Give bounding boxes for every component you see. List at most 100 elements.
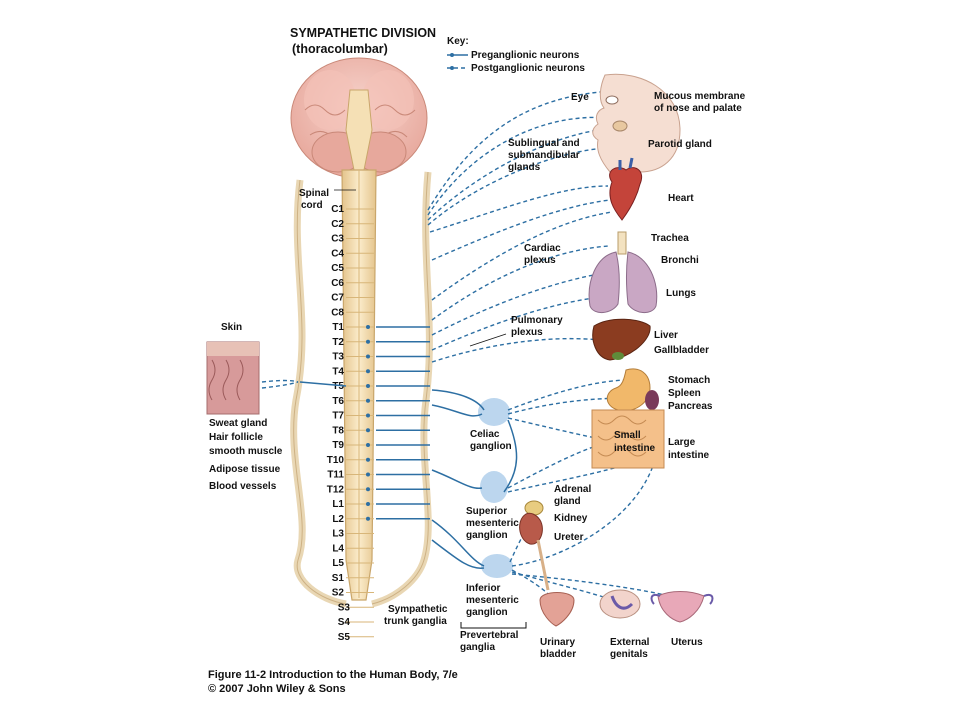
neuron-body-dot-t1 [366,325,370,329]
neuron-body-dot-t8 [366,428,370,433]
segment-label-t6: T6 [332,396,344,407]
segment-label-t5: T5 [332,381,344,392]
segment-label-l3: L3 [332,529,344,540]
skin-block-illustration [206,341,347,415]
segment-label-l2: L2 [332,514,344,525]
spinal-label-2: cord [301,200,323,211]
stomach-illustration [606,368,659,412]
key-pre-label: Preganglionic neurons [471,50,580,61]
label-trachea: Trachea [651,233,689,244]
neuron-body-dot-t10 [366,457,370,462]
label-ureter: Ureter [554,532,584,543]
brain-illustration [290,57,428,179]
uterus-illustration [650,591,714,623]
segment-label-t9: T9 [332,440,344,451]
ganglion-labels: Cardiac plexus Pulmonary plexus Celiac g… [384,243,563,653]
label-celiac-2: ganglion [470,441,512,452]
label-genitals-2: genitals [610,649,648,660]
segment-label-t11: T11 [327,470,344,481]
heart-illustration [609,157,642,221]
neuron-body-dot-l1 [366,502,370,506]
spinal-label-1: Spinal [299,188,329,199]
gallbladder-icon [612,352,624,360]
liver-illustration [592,318,651,361]
label-superior-2: mesenteric [466,518,519,529]
label-sub-1: Sublingual and [508,138,580,149]
splanchnic-nerves [431,389,518,569]
legend-key: Key: Preganglionic neurons Postganglioni… [447,36,585,74]
key-heading: Key: [447,36,469,47]
segment-labels: C1C2C3C4C5C6C7C8T1T2T3T4T5T6T7T8T9T10T11… [327,204,351,643]
label-spleen: Spleen [668,388,701,399]
label-adrenal-2: gland [554,496,581,507]
label-inferior-2: mesenteric [466,595,519,606]
neuron-body-dot-t5 [366,384,370,388]
neuron-body-dot-t4 [366,369,370,374]
label-superior-1: Superior [466,506,507,517]
superior-mesenteric-ganglion [480,471,508,503]
segment-label-c1: C1 [331,204,344,215]
segment-label-t4: T4 [332,366,344,377]
label-cardiac-1: Cardiac [524,243,561,254]
segment-label-t3: T3 [332,352,344,363]
label-superior-3: ganglion [466,530,508,541]
segment-label-s4: S4 [338,617,351,628]
label-hair-2: smooth muscle [209,446,283,457]
figure-caption: Figure 11-2 Introduction to the Human Bo… [208,669,458,695]
segment-label-s5: S5 [338,632,351,643]
neuron-body-dot-t7 [366,413,370,418]
genitals-illustration [599,589,641,619]
label-adipose: Adipose tissue [209,464,281,475]
label-genitals-1: External [610,637,650,648]
label-stomach: Stomach [668,375,710,386]
label-sweat-gland: Sweat gland [209,418,267,429]
pre-dot-icon [450,53,454,57]
label-hair-1: Hair follicle [209,432,263,443]
intestines-illustration [591,409,665,469]
neuron-body-dot-t3 [366,354,370,359]
label-small-2: intestine [614,443,656,454]
kidney-illustration [519,500,550,591]
label-uterus: Uterus [671,637,703,648]
label-small-1: Small [614,430,641,441]
label-sub-2: submandibular [508,150,580,161]
label-pulmonary-2: plexus [511,327,543,338]
label-trunk-2: trunk ganglia [384,616,447,627]
label-adrenal-1: Adrenal [554,484,591,495]
label-skin: Skin [221,322,242,333]
segment-label-l1: L1 [332,499,344,510]
label-bladder-2: bladder [540,649,576,660]
segment-label-c4: C4 [331,248,344,259]
segment-label-t2: T2 [332,337,344,348]
label-cardiac-2: plexus [524,255,556,266]
label-pulmonary-1: Pulmonary [511,315,563,326]
label-eye: Eye [571,92,589,103]
organ-labels: Eye Mucous membrane of nose and palate S… [508,91,746,660]
label-bladder-1: Urinary [540,637,575,648]
preganglionic-fibres [366,325,430,521]
segment-label-t10: T10 [327,455,345,466]
spinal-cord-label: Spinal cord [299,188,356,211]
spinal-nerve-stubs [346,208,374,638]
segment-label-c2: C2 [331,219,344,230]
label-prevertebral-1: Prevertebral [460,630,519,641]
label-inferior-1: Inferior [466,583,501,594]
segment-label-t8: T8 [332,425,344,436]
key-post-label: Postganglionic neurons [471,63,585,74]
caption-line-1: Figure 11-2 Introduction to the Human Bo… [208,669,458,681]
neuron-body-dot-t9 [366,443,370,447]
label-blood-vessels: Blood vessels [209,481,277,492]
segment-label-t12: T12 [327,484,345,495]
spleen-icon [645,390,659,410]
skin-labels: Skin Sweat gland Hair follicle smooth mu… [209,322,283,492]
segment-label-s3: S3 [338,602,351,613]
segment-label-s1: S1 [332,573,345,584]
label-prevertebral-2: ganglia [460,642,495,653]
neuron-body-dot-t2 [366,339,370,344]
neuron-body-dot-t12 [366,487,370,492]
segment-label-c8: C8 [331,307,344,318]
left-sympathetic-trunk [290,179,347,608]
label-mucous-2: of nose and palate [654,103,742,114]
head-illustration [592,73,681,173]
label-inferior-3: ganglion [466,607,508,618]
